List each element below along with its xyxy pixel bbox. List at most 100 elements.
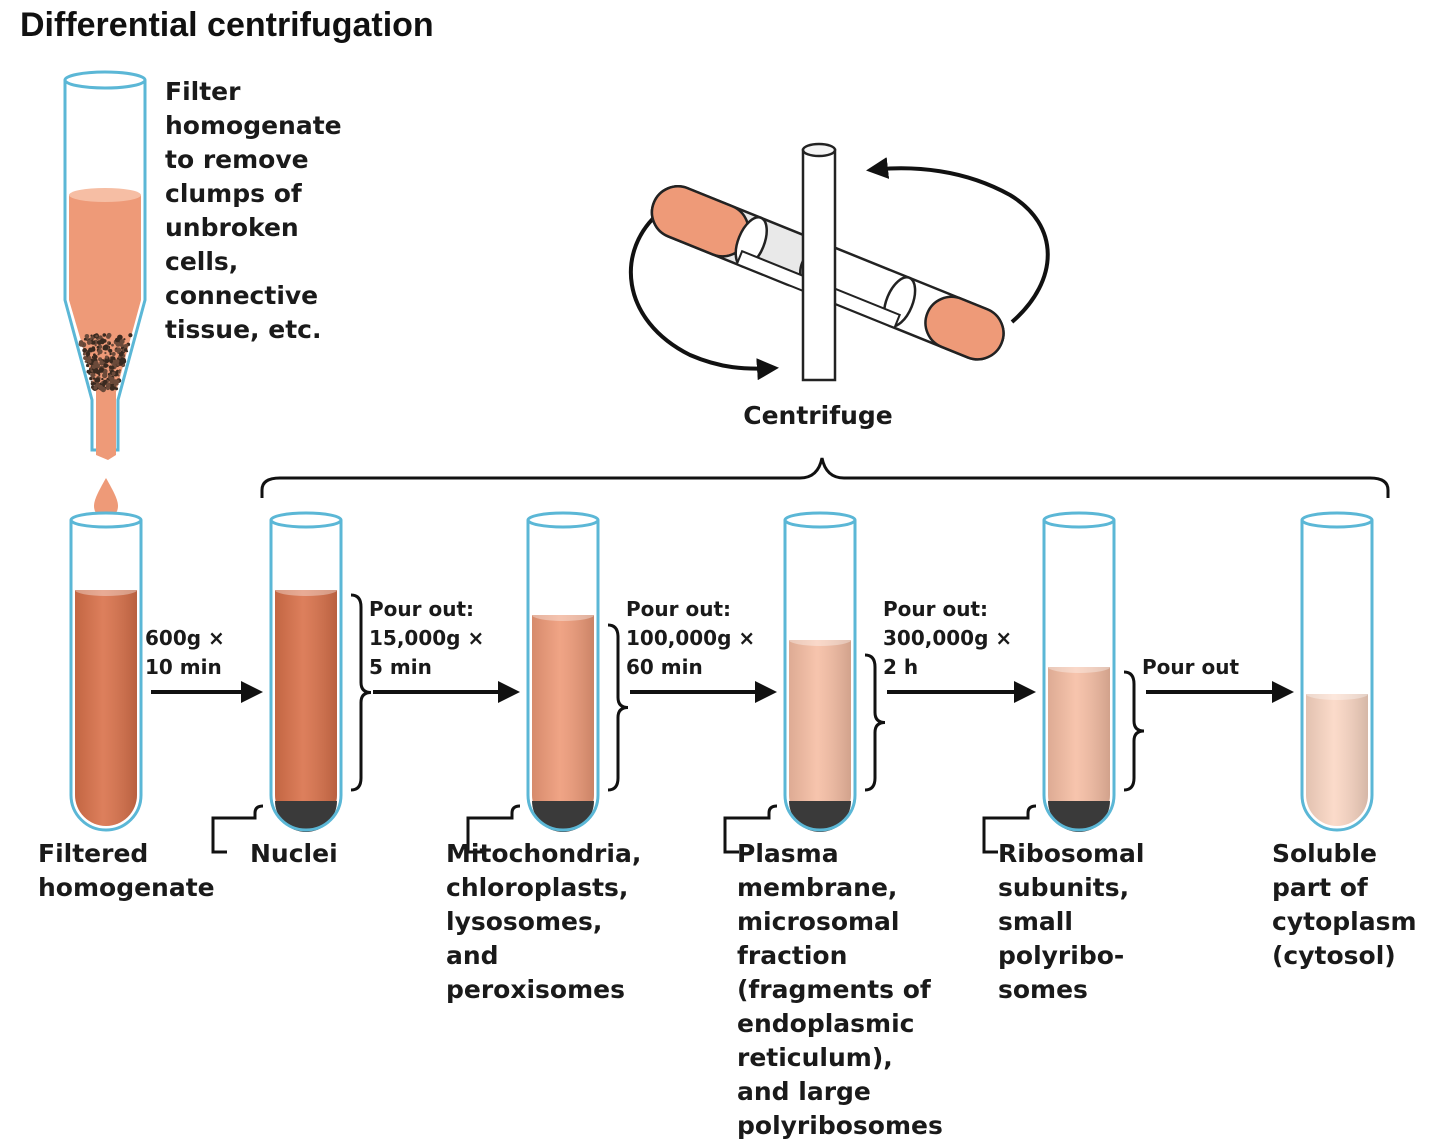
step-condition-line: 100,000g × (626, 626, 755, 650)
tube-glass (783, 520, 857, 832)
test-tube (526, 511, 629, 832)
debris-particle (84, 360, 88, 363)
centrifuge-illustration (628, 142, 1050, 382)
centrifuge-label: Centrifuge (743, 401, 892, 430)
debris-particle (89, 337, 93, 341)
fraction-label-line: lysosomes, (446, 907, 602, 936)
tube-liquid-shade (75, 590, 137, 826)
pellet (789, 801, 851, 832)
debris-particle (112, 359, 116, 363)
fraction-label-line: endoplasmic (737, 1009, 914, 1038)
debris-particle (87, 359, 92, 364)
debris-particle (115, 359, 120, 364)
debris-particle (98, 384, 103, 390)
fraction-label-line: polyribosomes (737, 1111, 943, 1140)
debris-particle (123, 344, 128, 349)
filter-caption-line: clumps of (165, 179, 303, 208)
tube-liquid-shade (789, 640, 851, 826)
debris-particle (118, 369, 122, 372)
debris-particle (119, 358, 125, 363)
debris-particle (78, 340, 84, 345)
pellet (532, 801, 594, 832)
debris-particle (123, 348, 128, 352)
tube-glass (526, 520, 600, 832)
step-condition-line: 300,000g × (883, 626, 1012, 650)
test-tube (1300, 511, 1374, 832)
filter-caption-line: homogenate (165, 111, 342, 140)
debris-particle (103, 388, 106, 390)
debris-particle (116, 363, 120, 366)
supernatant-brace (1123, 670, 1145, 792)
debris-particle (113, 379, 119, 385)
debris-particle (106, 379, 109, 382)
liquid-surface (1048, 661, 1110, 673)
pellet (275, 801, 337, 832)
fraction-label-line: Soluble (1272, 839, 1377, 868)
test-tube (783, 511, 886, 832)
supernatant-brace (864, 653, 886, 792)
debris-particle (85, 351, 91, 356)
fraction-label-line: and (446, 941, 499, 970)
fraction-label-line: chloroplasts, (446, 873, 628, 902)
debris-particle (109, 352, 112, 356)
step-condition-line: 2 h (883, 655, 918, 679)
fraction-label-line: Nuclei (250, 839, 338, 868)
debris-particle (110, 365, 115, 370)
step-condition-line: 15,000g × (369, 626, 484, 650)
test-tube (269, 511, 372, 832)
supernatant-brace (607, 623, 629, 792)
filter-caption-line: unbroken (165, 213, 299, 242)
debris-particle (104, 355, 109, 359)
tube-rim (1042, 511, 1116, 529)
step-condition-line: 600g × (145, 626, 225, 650)
fraction-label-line: polyribo- (998, 941, 1124, 970)
filter-caption-line: cells, (165, 247, 238, 276)
tube-rim (269, 511, 343, 529)
fraction-label-line: Ribosomal (998, 839, 1144, 868)
tube-liquid-shade (1306, 694, 1368, 826)
centrifuge-brace (260, 457, 1390, 498)
fraction-label-line: Filtered (38, 839, 148, 868)
tube-row (69, 511, 1374, 832)
debris-particle (97, 349, 103, 355)
fraction-label-line: cytoplasm (1272, 907, 1417, 936)
tube-liquid-shade (532, 615, 594, 826)
tube-glass (1300, 520, 1374, 832)
debris-particle (95, 334, 98, 338)
fraction-label-line: microsomal (737, 907, 900, 936)
debris-particle (114, 337, 120, 343)
debris-particle (83, 337, 87, 341)
debris-particle (86, 369, 91, 374)
liquid-surface (75, 584, 137, 596)
debris-particle (115, 342, 121, 347)
debris-particle (94, 377, 101, 383)
debris-particle (102, 333, 107, 337)
filter-caption-line: to remove (165, 145, 309, 174)
debris-particle (96, 340, 102, 345)
tube-rim (69, 511, 143, 529)
step-condition-line: 60 min (626, 655, 703, 679)
debris-particle (111, 352, 116, 356)
debris-particle (115, 387, 119, 391)
debris-particle (91, 340, 96, 345)
filter-funnel (63, 70, 147, 460)
debris-particle (108, 375, 112, 380)
liquid-surface (789, 634, 851, 646)
filter-caption-line: tissue, etc. (165, 315, 321, 344)
step-condition-line: Pour out (1142, 655, 1239, 679)
debris-particle (102, 382, 106, 386)
liquid-surface (1306, 688, 1368, 700)
filter-caption-line: connective (165, 281, 318, 310)
test-tube (1042, 511, 1145, 832)
debris-particle (104, 358, 109, 364)
tube-liquid-shade (275, 590, 337, 826)
debris-particle (120, 343, 124, 348)
rotation-arrow-icon (866, 157, 1050, 324)
step-condition-line: Pour out: (626, 597, 731, 621)
tube-liquid-shade (1048, 667, 1110, 826)
debris-particle (86, 363, 90, 368)
